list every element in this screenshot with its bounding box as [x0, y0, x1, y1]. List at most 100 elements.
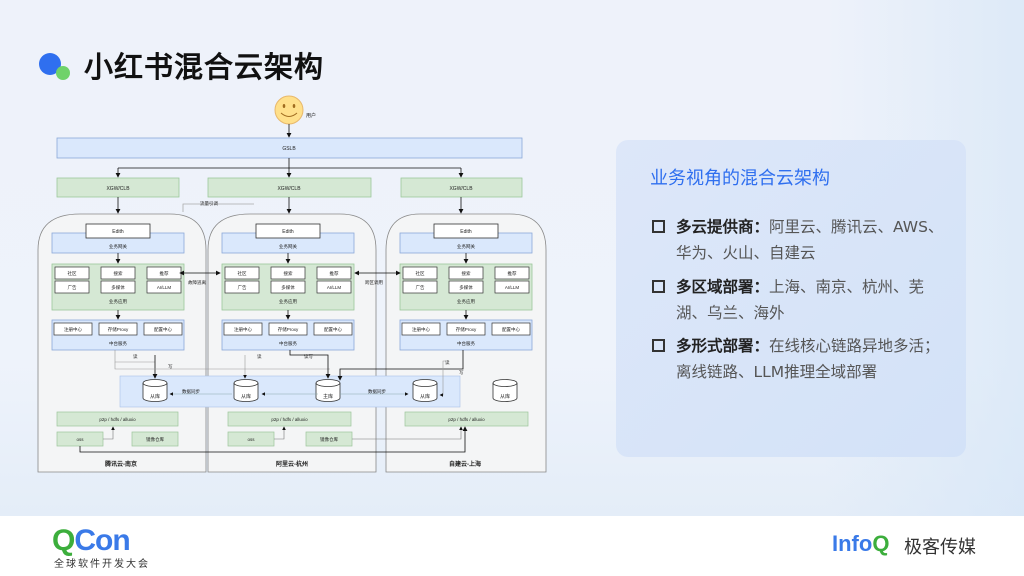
app-label: 多媒体 [459, 284, 473, 291]
middle-service-box [53, 322, 93, 336]
middle-service-box [401, 322, 441, 336]
data-sync-label-2: 数据同步 [368, 388, 386, 395]
failover-label: 故障逃离 [188, 279, 206, 286]
image-repo-label: 镜像仓库 [320, 436, 338, 443]
edith-box [433, 223, 499, 239]
traffic-redirect-label: 流量引调 [200, 200, 218, 207]
storage-label: p2p / hdfs / alluxio [271, 417, 308, 422]
xgw-box-3 [400, 177, 523, 198]
oss-label: oss [247, 437, 255, 442]
app-box [54, 280, 90, 294]
app-label: 搜索 [114, 270, 123, 277]
app-label: 广告 [238, 284, 247, 291]
app-box [316, 280, 352, 294]
storage-label: p2p / hdfs / alluxio [99, 417, 136, 422]
app-label: 社区 [68, 270, 77, 277]
database-icon: 从库 [233, 379, 259, 402]
app-box [100, 266, 136, 280]
app-label: 推荐 [160, 270, 169, 277]
app-label: AI/LLM [505, 285, 520, 290]
bullet-label: 多区域部署： [676, 278, 770, 296]
checkbox-icon [652, 339, 665, 352]
title-bullet-accent-icon [56, 66, 70, 80]
middle-service-label: 配置中心 [154, 326, 172, 333]
app-box [224, 266, 260, 280]
edith-box [85, 223, 151, 239]
read-label-2: 读 [257, 353, 262, 360]
middle-service-label: 注册中心 [64, 326, 82, 333]
middle-service-label: 存储Proxy [278, 326, 299, 333]
gslb-box [56, 137, 523, 159]
read-label-1: 读 [133, 353, 138, 360]
app-label: 多媒体 [281, 284, 295, 291]
app-box [402, 266, 438, 280]
gateway-label: 业务网关 [279, 243, 297, 250]
app-box [54, 266, 90, 280]
app-label: 搜索 [284, 270, 293, 277]
bottom-link [79, 426, 468, 453]
infoq-info: Info [832, 531, 873, 556]
xgw-box-2 [207, 177, 372, 198]
edith-label: Edith [460, 229, 472, 235]
xgw-label-1: XGW/CLB [106, 186, 130, 192]
app-box [448, 266, 484, 280]
bullet-label: 多云提供商： [676, 218, 770, 236]
database-label: 主库 [323, 393, 333, 400]
middle-service-label: 存储Proxy [456, 326, 477, 333]
title-bullet-icon [39, 53, 61, 75]
middle-service-box [313, 322, 353, 336]
page-title: 小红书混合云架构 [84, 50, 325, 84]
region-label-hangzhou: 阿里云-杭州 [276, 460, 308, 468]
app-label: AI/LLM [157, 285, 172, 290]
app-box [316, 266, 352, 280]
app-box [494, 266, 530, 280]
storage-box [227, 411, 352, 427]
app-box [100, 280, 136, 294]
database-icon: 主库 [315, 379, 341, 402]
storage-box [404, 411, 529, 427]
app-label: 广告 [416, 284, 425, 291]
database-icon: 从库 [492, 379, 518, 402]
qcon-q: Q [52, 524, 75, 557]
app-label: AI/LLM [327, 285, 342, 290]
storage-label: p2p / hdfs / alluxio [448, 417, 485, 422]
app-label: 推荐 [508, 270, 517, 277]
gateway-label: 业务网关 [109, 243, 127, 250]
qcon-con: Con [74, 524, 130, 557]
edith-box [255, 223, 321, 239]
middle-service-label: 注册中心 [412, 326, 430, 333]
middle-service-label: 配置中心 [324, 326, 342, 333]
user-icon [274, 95, 304, 125]
app-label: 广告 [68, 284, 77, 291]
app-label: 社区 [416, 270, 425, 277]
storage-row-3: p2p / hdfs / alluxio [404, 411, 529, 427]
middle-service-box [446, 322, 486, 336]
app-label: 社区 [238, 270, 247, 277]
bullet-multi-cloud: 多云提供商：阿里云、腾讯云、AWS、华为、火山、自建云 [652, 214, 952, 266]
infoq-logo: InfoQ [832, 531, 889, 557]
middle-layer-label: 中台服务 [457, 340, 475, 347]
storage-box [56, 411, 179, 427]
user-label: 用户 [306, 112, 316, 119]
middle-service-label: 注册中心 [234, 326, 252, 333]
database-icon: 从库 [412, 379, 438, 402]
database-label: 从库 [150, 393, 160, 400]
database-icon: 从库 [142, 379, 168, 402]
checkbox-icon [652, 280, 665, 293]
readwrite-label: 读写 [304, 353, 313, 360]
image-repo-box [131, 431, 179, 447]
app-layer-label: 业务应用 [457, 298, 475, 305]
footer [0, 516, 1024, 576]
write-label-2: 写 [459, 370, 464, 376]
bullet-text: 阿里云、腾讯云、AWS、华为、火山、自建云 [676, 218, 944, 262]
write-label-1: 写 [168, 364, 173, 370]
app-box [224, 280, 260, 294]
middle-service-box [223, 322, 263, 336]
xgw-label-2: XGW/CLB [277, 186, 301, 192]
data-sync-label-1: 数据同步 [182, 388, 200, 395]
database-label: 从库 [500, 393, 510, 400]
app-box [146, 280, 182, 294]
middle-service-box [143, 322, 183, 336]
middle-layer-label: 中台服务 [279, 340, 297, 347]
